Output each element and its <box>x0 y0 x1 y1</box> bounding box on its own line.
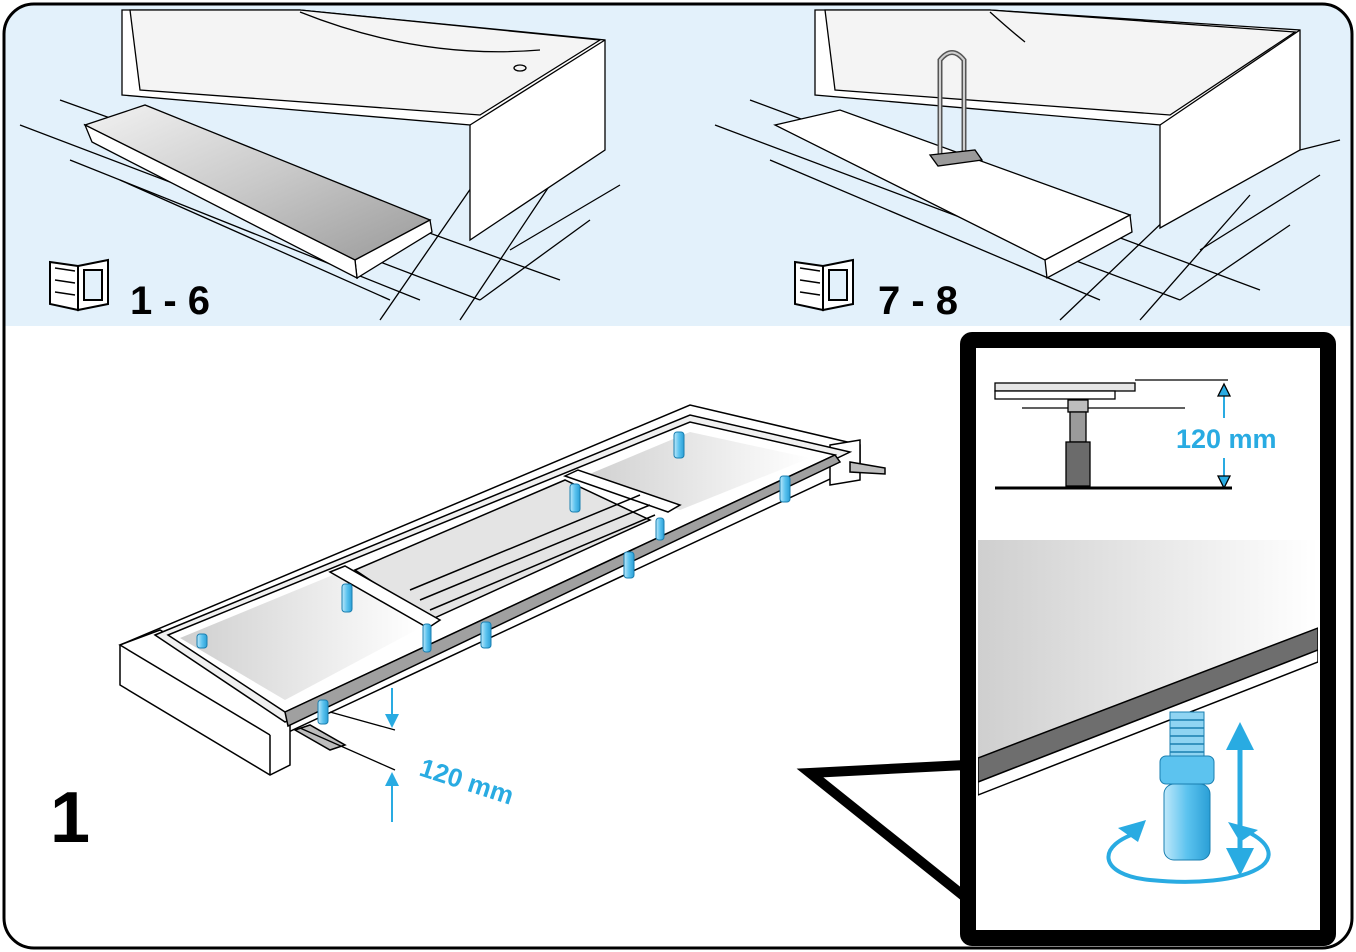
main-dimension-label: 120 mm <box>416 752 517 810</box>
top-right-illustration <box>714 9 1341 321</box>
leg <box>422 623 432 653</box>
leg <box>623 551 635 579</box>
leg-closeup <box>978 540 1318 861</box>
callout-pointer <box>796 759 982 917</box>
leg <box>779 475 791 503</box>
step-number: 1 <box>50 778 90 858</box>
leg <box>196 633 208 649</box>
steps-label-right: 7 - 8 <box>878 279 958 323</box>
main-frame-illustration <box>118 404 886 776</box>
leg <box>480 621 492 649</box>
leg <box>569 483 581 513</box>
leg <box>341 583 353 613</box>
side-view-detail <box>994 379 1232 490</box>
leg <box>317 699 329 725</box>
rotate-arrows-icon <box>1106 820 1271 884</box>
manual-book-icon <box>49 258 109 312</box>
detail-dimension-label: 120 mm <box>1176 424 1277 454</box>
dimension-marker <box>299 688 399 822</box>
leg <box>655 517 665 541</box>
leg <box>673 431 685 459</box>
manual-book-icon <box>794 258 854 312</box>
top-left-illustration <box>19 9 621 321</box>
detail-panel: 120 mm <box>960 332 1336 946</box>
adjustable-legs <box>196 431 791 725</box>
steps-label-left: 1 - 6 <box>130 279 210 323</box>
